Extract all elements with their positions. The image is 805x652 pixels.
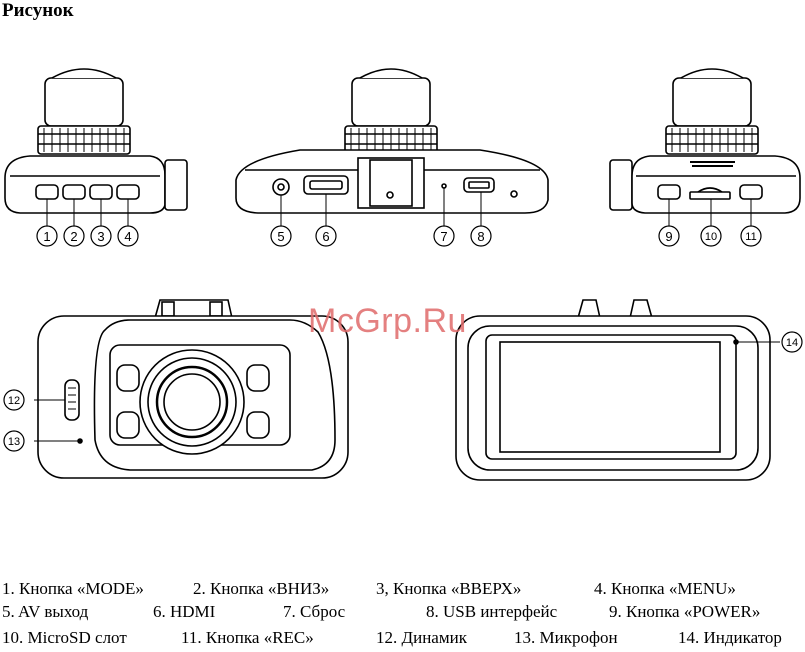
callout-label: 5 — [277, 229, 284, 244]
legend-item: 4. Кнопка «MENU» — [594, 579, 736, 599]
legend-item: 13. Микрофон — [514, 628, 618, 648]
callout-label: 1 — [43, 229, 50, 244]
legend-row: 1. Кнопка «MODE» 2. Кнопка «ВНИЗ» 3, Кно… — [0, 579, 805, 601]
legend-item: 14. Индикатор — [678, 628, 782, 648]
callout-label: 2 — [70, 229, 77, 244]
legend-item: 12. Динамик — [376, 628, 467, 648]
side-view-left — [5, 69, 187, 226]
legend-item: 8. USB интерфейс — [426, 602, 557, 622]
legend-item: 9. Кнопка «POWER» — [609, 602, 760, 622]
callout-label: 10 — [705, 231, 717, 243]
front-view — [34, 300, 348, 478]
legend-item: 3, Кнопка «ВВЕРХ» — [376, 579, 521, 599]
device-diagram: 1 2 3 4 5 6 7 8 9 10 11 12 13 14 — [0, 0, 805, 575]
legend-item: 2. Кнопка «ВНИЗ» — [193, 579, 329, 599]
callout-label: 9 — [665, 229, 672, 244]
legend-item: 11. Кнопка «REC» — [181, 628, 314, 648]
legend-row: 10. MicroSD слот 11. Кнопка «REC» 12. Ди… — [0, 628, 805, 650]
callout-label: 7 — [440, 229, 447, 244]
callout-label: 13 — [8, 436, 20, 448]
legend-row: 5. AV выход 6. HDMI 7. Сброс 8. USB инте… — [0, 602, 805, 624]
callout-label: 12 — [8, 395, 20, 407]
legend-item: 10. MicroSD слот — [2, 628, 127, 648]
legend-item: 1. Кнопка «MODE» — [2, 579, 144, 599]
callout-label: 6 — [322, 229, 329, 244]
watermark: McGrp.Ru — [308, 302, 467, 341]
legend-item: 6. HDMI — [153, 602, 215, 622]
legend-item: 5. AV выход — [2, 602, 88, 622]
back-view — [456, 300, 780, 480]
top-view-middle — [236, 69, 548, 226]
callout-label: 8 — [477, 229, 484, 244]
callout-label: 3 — [97, 229, 104, 244]
callout-label: 11 — [745, 231, 756, 243]
callout-label: 14 — [786, 337, 798, 349]
callout-label: 4 — [124, 229, 131, 244]
side-view-right — [610, 69, 800, 226]
legend-item: 7. Сброс — [283, 602, 345, 622]
